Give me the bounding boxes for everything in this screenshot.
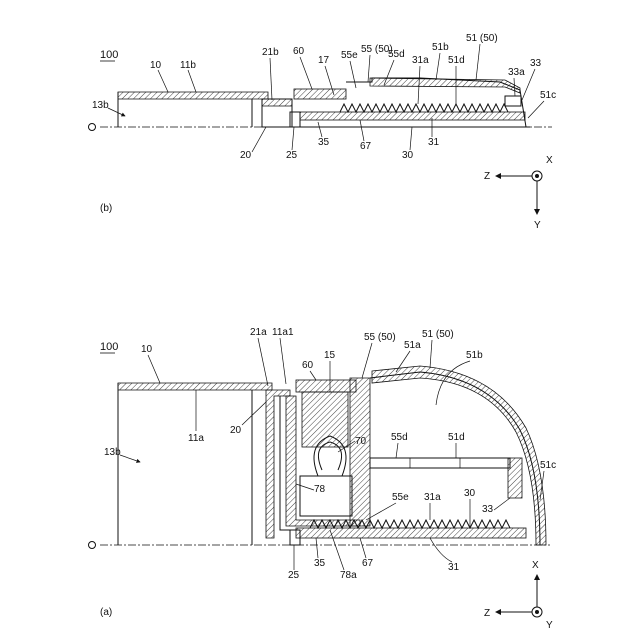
label-55e-a: 55e <box>392 492 409 503</box>
label-21b-b: 21b <box>262 47 279 58</box>
block-33-b <box>505 96 521 106</box>
base-31-a <box>296 528 526 538</box>
label-33a-b: 33a <box>508 67 525 78</box>
label-31-b: 31 <box>428 137 440 148</box>
label-15-a: 15 <box>324 350 336 361</box>
label-55d-a: 55d <box>391 432 408 443</box>
label-78-a: 78 <box>314 484 326 495</box>
svg-text:X: X <box>532 560 539 571</box>
svg-text:Z: Z <box>484 171 490 182</box>
axis-triad-b: Z X Y <box>484 155 553 231</box>
cap-51-b <box>370 78 520 93</box>
label-78a-a: 78a <box>340 570 357 581</box>
label-31a-a: 31a <box>424 492 441 503</box>
rib-51d-a <box>370 458 510 468</box>
origin-circle-b <box>89 124 96 131</box>
label-70-a: 70 <box>355 436 367 447</box>
label-35-a: 35 <box>314 558 326 569</box>
label-51-a: 51 (50) <box>422 329 454 340</box>
ring-60-a <box>296 380 356 392</box>
label-20-b: 20 <box>240 150 252 161</box>
label-55-a: 55 (50) <box>364 332 396 343</box>
label-55d-b: 55d <box>388 49 405 60</box>
block-33-a <box>508 458 522 498</box>
label-51b-a: 51b <box>466 350 483 361</box>
label-20-a: 20 <box>230 425 242 436</box>
svg-text:Y: Y <box>534 220 541 231</box>
label-100-a: 100 <box>100 341 118 353</box>
label-51d-b: 51d <box>448 55 465 66</box>
label-67-a: 67 <box>362 558 374 569</box>
label-25-b: 25 <box>286 150 298 161</box>
label-31-a: 31 <box>448 562 460 573</box>
label-11a1-a: 11a1 <box>272 327 294 338</box>
svg-text:Y: Y <box>546 620 553 631</box>
label-60-b: 60 <box>293 46 305 57</box>
label-30-a: 30 <box>464 488 476 499</box>
view-b: 100 10 11b 13b 21b 60 17 55e 55 (50) 55d… <box>89 33 557 231</box>
label-11a-a: 11a <box>188 433 204 444</box>
label-35-b: 35 <box>318 137 330 148</box>
caption-b: (b) <box>100 203 112 214</box>
label-10-a: 10 <box>141 344 153 355</box>
label-21a-a: 21a <box>250 327 267 338</box>
label-33-b: 33 <box>530 58 542 69</box>
label-13b-a: 13b <box>104 447 121 458</box>
label-51-b: 51 (50) <box>466 33 498 44</box>
label-51a-a: 51a <box>404 340 421 351</box>
label-51c-a: 51c <box>540 460 556 471</box>
body-55-a <box>350 378 370 526</box>
label-30-b: 30 <box>402 150 414 161</box>
ring-60-b <box>294 89 346 99</box>
label-33-a: 33 <box>482 504 494 515</box>
svg-text:X: X <box>546 155 553 166</box>
serrated-31a-b <box>340 104 508 112</box>
axis-triad-a: Z X Y <box>484 560 553 631</box>
label-25-a: 25 <box>288 570 300 581</box>
label-67-b: 67 <box>360 141 372 152</box>
label-31a-b: 31a <box>412 55 429 66</box>
label-100-b: 100 <box>100 49 118 61</box>
casing-10-b <box>118 92 268 99</box>
view-a: 100 10 11a 13b 21a 11a1 20 60 15 55 (50)… <box>89 327 557 631</box>
label-51d-a: 51d <box>448 432 465 443</box>
label-51b-b: 51b <box>432 42 449 53</box>
casing-10-a <box>118 383 272 390</box>
caption-a: (a) <box>100 607 112 618</box>
label-55e-b: 55e <box>341 50 358 61</box>
label-11b-b: 11b <box>180 60 196 71</box>
svg-text:Z: Z <box>484 608 490 619</box>
label-17-b: 17 <box>318 55 330 66</box>
base-31-b <box>300 112 525 120</box>
label-51c-b: 51c <box>540 90 556 101</box>
label-13b-b: 13b <box>92 100 109 111</box>
label-10-b: 10 <box>150 60 162 71</box>
label-60-a: 60 <box>302 360 314 371</box>
origin-circle-a <box>89 542 96 549</box>
